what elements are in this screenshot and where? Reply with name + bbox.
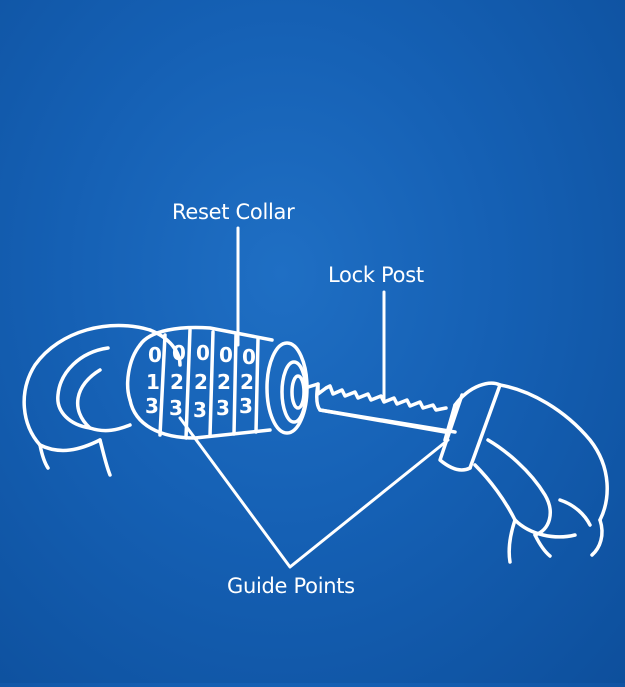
dial-digit-mid-1: 1 xyxy=(146,370,160,394)
dial-digit-bot-4: 3 xyxy=(216,396,230,420)
dial-digit-mid-5: 2 xyxy=(240,370,254,394)
lock-post-label: Lock Post xyxy=(328,263,424,287)
guide-points-label: Guide Points xyxy=(227,574,355,598)
dial-digit-top-3: 0 xyxy=(196,341,210,365)
dial-digit-bot-2: 3 xyxy=(169,396,183,420)
guide-points-leader xyxy=(178,416,450,569)
dial-digit-top-5: 0 xyxy=(242,345,256,369)
lock-post xyxy=(303,382,457,434)
dial-digit-mid-2: 2 xyxy=(170,370,184,394)
dial-digit-top-1: 0 xyxy=(148,343,162,367)
dial-digit-bot-1: 3 xyxy=(145,394,159,418)
dial-digit-mid-4: 2 xyxy=(217,370,231,394)
dial-digit-top-4: 0 xyxy=(219,343,233,367)
dial-digits: 0 0 0 0 0 1 2 2 2 2 3 3 3 3 3 xyxy=(145,341,256,422)
dial-digit-top-2: 0 xyxy=(172,341,186,365)
dial-digit-bot-5: 3 xyxy=(239,394,253,418)
dial-digit-mid-3: 2 xyxy=(194,370,208,394)
callout-lines xyxy=(178,226,450,569)
dial-cylinder xyxy=(126,325,309,440)
right-cable-end xyxy=(438,381,609,564)
reset-collar-label: Reset Collar xyxy=(172,200,295,224)
dial-digit-bot-3: 3 xyxy=(193,398,207,422)
